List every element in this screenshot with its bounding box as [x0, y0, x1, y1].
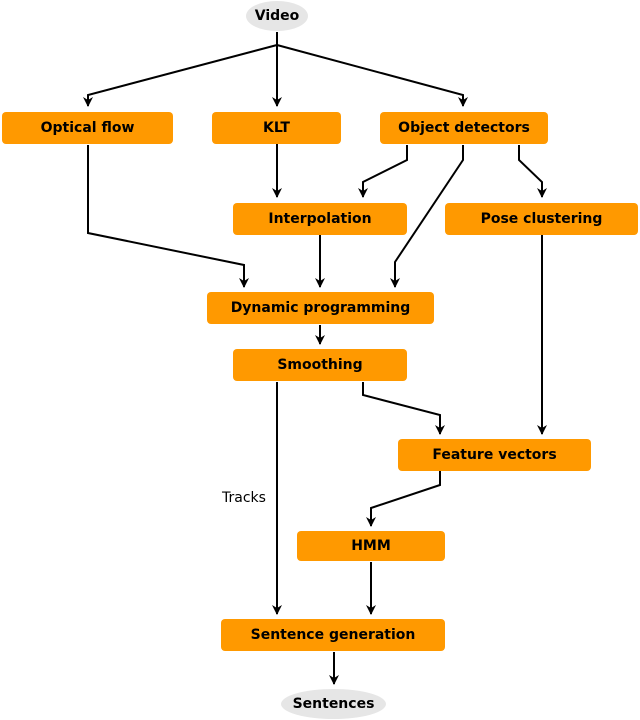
- feature-vectors-node: Feature vectors: [398, 439, 591, 471]
- pose-clustering-node: Pose clustering: [445, 203, 638, 235]
- optical-flow-node: Optical flow: [2, 112, 173, 144]
- edge-object-detectors-to-dynamic-programming: [390, 145, 464, 288]
- tracks-edge-label: Tracks: [222, 490, 266, 506]
- edge-video-to-optical-flow: [83, 44, 278, 107]
- klt-node: KLT: [212, 112, 341, 144]
- video-node: Video: [246, 1, 308, 31]
- edge-feature-vectors-to-hmm: [366, 471, 441, 527]
- edge-video-to-object-detectors: [276, 44, 468, 107]
- edge-smoothing-to-feature-vectors: [362, 382, 445, 435]
- object-detectors-node: Object detectors: [380, 112, 548, 144]
- sentence-generation-node: Sentence generation: [221, 619, 445, 651]
- interpolation-node: Interpolation: [233, 203, 407, 235]
- sentences-node: Sentences: [281, 689, 386, 719]
- dynamic-programming-node: Dynamic programming: [207, 292, 434, 324]
- smoothing-node: Smoothing: [233, 349, 407, 381]
- hmm-node: HMM: [297, 531, 445, 561]
- edge-object-detectors-to-interpolation: [358, 145, 408, 198]
- edge-optical-flow-to-dynamic-programming: [87, 145, 249, 288]
- edge-object-detectors-to-pose-clustering: [518, 145, 547, 198]
